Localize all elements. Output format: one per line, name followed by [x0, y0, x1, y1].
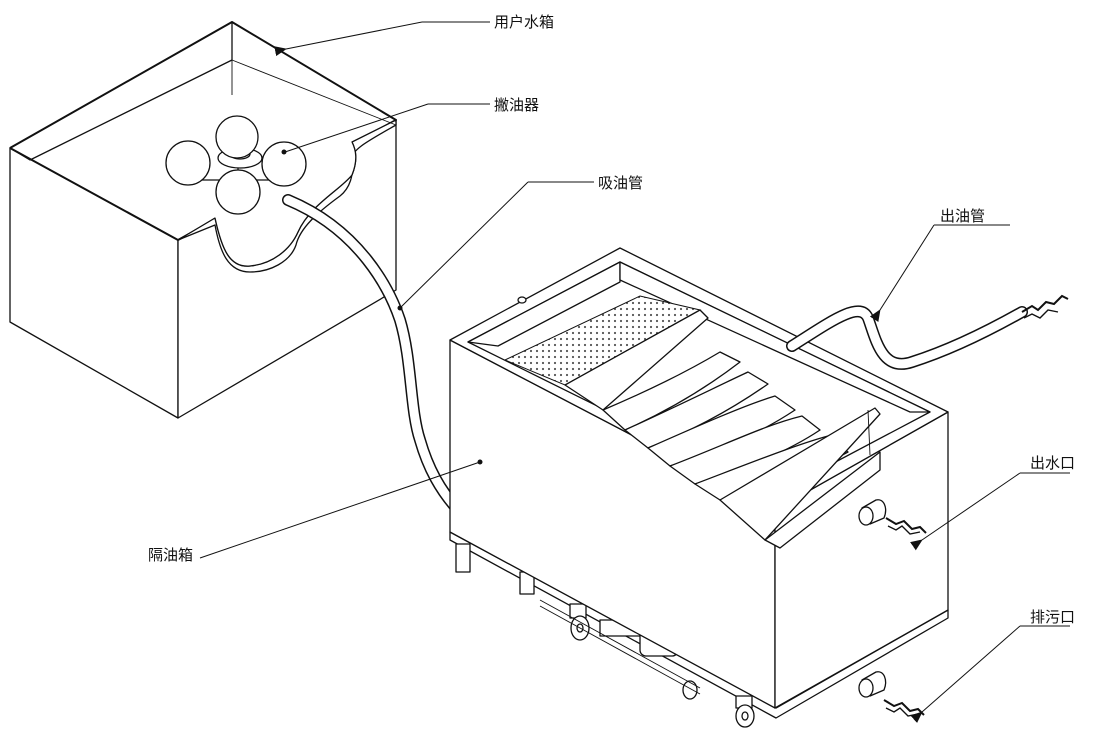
float-ball-back	[215, 115, 259, 159]
oil-separator-tank	[449, 247, 949, 728]
water-outlet	[858, 499, 927, 535]
drain-outlet	[858, 671, 925, 717]
label-drain-outlet: 排污口	[910, 608, 1075, 724]
label-user-tank-text: 用户水箱	[494, 13, 554, 31]
label-oil-outlet-hose: 出油管	[869, 207, 1010, 322]
caster-wheel-front	[735, 695, 755, 728]
label-skimmer: 撇油器	[284, 96, 539, 153]
label-suction-hose-text: 吸油管	[598, 174, 643, 192]
label-water-outlet-text: 出水口	[1030, 454, 1075, 472]
label-suction-hose: 吸油管	[399, 174, 643, 309]
float-ball-left	[165, 140, 211, 186]
label-skimmer-text: 撇油器	[494, 96, 539, 114]
label-water-outlet: 出水口	[910, 454, 1075, 551]
float-ball-right	[261, 141, 307, 187]
oil-outlet-hose	[786, 294, 1069, 370]
caster-wheel-mid	[682, 680, 698, 700]
label-oil-outlet-hose-text: 出油管	[940, 207, 985, 225]
oil-skimmer	[165, 115, 307, 215]
label-separator-tank-text: 隔油箱	[148, 546, 193, 564]
label-drain-outlet-text: 排污口	[1030, 608, 1075, 626]
user-water-tank	[9, 21, 397, 419]
float-ball-front	[215, 169, 261, 215]
label-separator-tank: 隔油箱	[148, 461, 481, 564]
coalescing-plates	[602, 351, 849, 501]
label-user-tank: 用户水箱	[274, 13, 554, 57]
